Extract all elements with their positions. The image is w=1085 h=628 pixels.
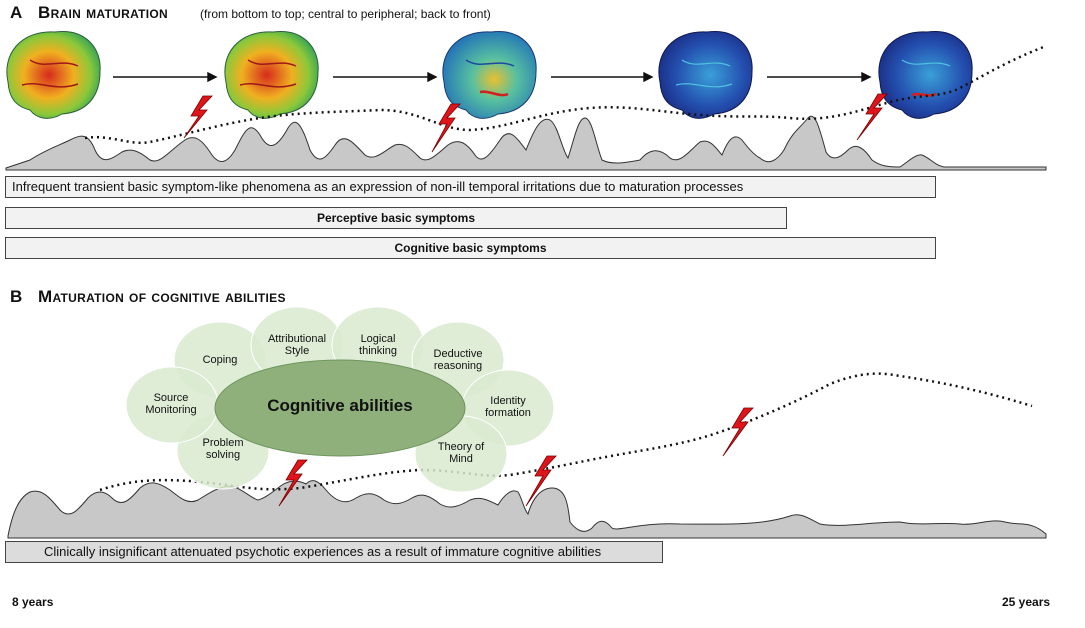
lightning-bolt-icon	[183, 95, 213, 139]
panel-b-dotted-trajectory	[99, 372, 1033, 492]
perceptive-basic-symptoms-bar: Perceptive basic symptoms	[5, 207, 787, 229]
attenuated-psychotic-experiences-bar: Clinically insignificant attenuated psyc…	[5, 541, 663, 563]
label-logical-thinking: Logical thinking	[359, 333, 397, 357]
label-identity-formation: Identity formation	[485, 395, 531, 419]
age-start-label: 8 years	[12, 595, 54, 609]
label-deductive-reasoning: Deductive reasoning	[433, 348, 483, 372]
panel-b-letter: B	[10, 287, 23, 306]
brain-stage-5-image	[878, 31, 973, 119]
brain-stage-4-image	[658, 31, 753, 119]
brain-stage-1-image	[6, 31, 101, 119]
age-end-label: 25 years	[1002, 595, 1051, 609]
lightning-bolt-icon	[722, 407, 754, 457]
label-source-monitoring: Source Monitoring	[145, 392, 197, 416]
lightning-bolt-icon	[525, 455, 557, 507]
label-theory-of-mind: Theory of Mind	[437, 441, 485, 465]
panel-b-graphic	[7, 306, 1047, 539]
cognitive-abilities-label: Cognitive abilities	[267, 396, 413, 415]
panel-a-letter: A	[10, 3, 23, 22]
maturation-arrows	[113, 71, 872, 83]
brain-stage-3-image	[442, 31, 537, 119]
lightning-bolt-icon	[278, 459, 308, 507]
panel-a-fluctuation-curve	[5, 115, 1047, 171]
panel-b-fluctuation-curve	[7, 480, 1047, 539]
label-problem-solving: Problem solving	[202, 437, 244, 461]
panel-a-subtitle: (from bottom to top; central to peripher…	[200, 7, 491, 21]
brain-stage-2-image	[224, 31, 319, 119]
panel-b-lightning-bolts	[278, 407, 754, 507]
cognitive-basic-symptoms-bar: Cognitive basic symptoms	[5, 237, 936, 259]
panel-a-title: Brain maturation	[38, 3, 169, 22]
lightning-bolt-icon	[431, 103, 461, 153]
panel-a-dotted-trajectory	[84, 44, 1047, 145]
panel-b-title: Maturation of cognitive abilities	[38, 287, 286, 306]
label-coping: Coping	[202, 354, 238, 366]
label-attributional-style: Attributional Style	[267, 333, 327, 357]
transient-phenomena-bar: Infrequent transient basic symptom-like …	[5, 176, 936, 198]
panel-a-lightning-bolts	[183, 93, 888, 153]
lightning-bolt-icon	[856, 93, 888, 141]
panel-a-graphic	[5, 31, 1047, 171]
cognitive-abilities-core	[214, 359, 466, 457]
